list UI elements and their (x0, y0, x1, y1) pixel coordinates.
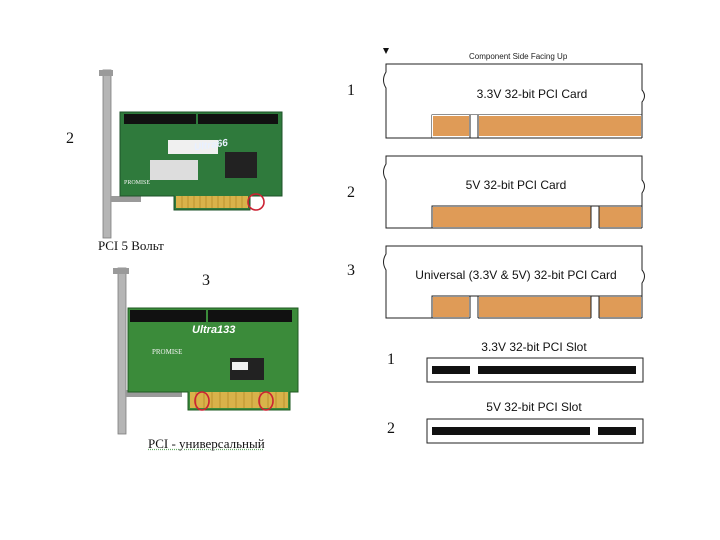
slot-2-diagram (0, 0, 720, 540)
